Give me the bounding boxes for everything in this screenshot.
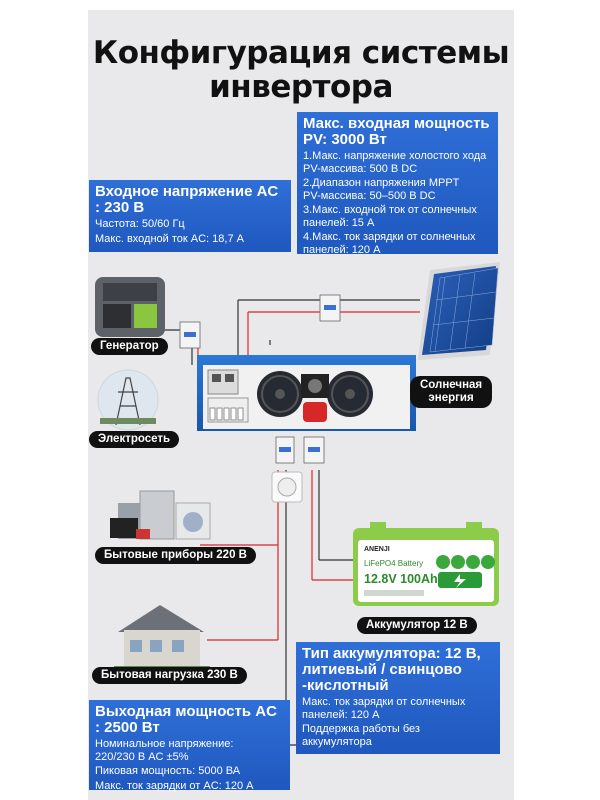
pv-spec-2a: 2.Диапазон напряжения MPPT xyxy=(303,177,460,189)
portable-generator xyxy=(95,277,165,337)
ac-output-spec-2: Пиковая мощность: 5000 ВА xyxy=(95,765,241,777)
grid-label: Электросеть xyxy=(89,431,180,448)
title-line-1: Конфигурация системы xyxy=(92,35,510,71)
battery-spec: 12.8V 100Ah xyxy=(364,572,438,586)
pv-spec-1a: 1.Макс. напряжение холостого хода xyxy=(303,150,487,162)
ac-input-current: Макс. входной ток AC: 18,7 А xyxy=(95,232,244,245)
ac-input-heading-1: Входное напряжение AC xyxy=(95,183,279,200)
battery-spec-box: Тип аккумулятора: 12 В, литиевый / свинц… xyxy=(296,642,500,754)
pv-spec-4b: панелей: 120 А xyxy=(303,243,381,256)
wall-socket xyxy=(271,471,303,503)
neutral-wires xyxy=(140,299,420,746)
ac-output-heading-2: : 2500 Вт xyxy=(95,719,160,736)
ac-output-spec-1a: Номинальное напряжение: xyxy=(95,738,234,750)
battery-pack: ANENJI LiFePO4 Battery 12.8V 100Ah xyxy=(353,522,499,606)
ac-input-frequency: Частота: 50/60 Гц xyxy=(95,218,185,230)
pv-spec-2b: PV-массива: 50–500 В DC xyxy=(303,189,436,202)
appliances-label: Бытовые приборы 220 В xyxy=(95,547,256,564)
ac-output-spec-box: Выходная мощность AC : 2500 Вт Номинальн… xyxy=(89,700,290,792)
battery-spec-2b: аккумулятора xyxy=(302,735,372,748)
solar-label: Солнечная энергия xyxy=(410,376,493,408)
battery-label: Аккумулятор 12 В xyxy=(357,617,477,634)
pv-spec-4a: 4.Макс. ток зарядки от солнечных xyxy=(303,231,476,243)
pv-input-spec-box: Макс. входная мощность PV: 3000 Вт 1.Мак… xyxy=(297,112,498,256)
battery-spec-2a: Поддержка работы без xyxy=(302,723,420,735)
power-grid-icon xyxy=(97,369,159,431)
battery-brand: ANENJI xyxy=(364,546,390,553)
pv-box-heading-2: PV: 3000 Вт xyxy=(303,131,387,148)
pv-spec-1b: PV-массива: 500 В DC xyxy=(303,162,418,175)
house-icon xyxy=(114,605,210,672)
battery-heading-3: -кислотный xyxy=(302,677,389,694)
ac-output-heading-1: Выходная мощность AC xyxy=(95,703,277,720)
title-line-2: инвертора xyxy=(209,69,393,105)
solar-label-line-2: энергия xyxy=(428,392,474,404)
battery-type: LiFePO4 Battery xyxy=(364,559,423,568)
battery-spec-1b: панелей: 120 А xyxy=(302,708,380,721)
generator-label: Генератор xyxy=(91,338,168,355)
ac-output-spec-3: Макс. ток зарядки от AC: 120 А xyxy=(95,779,254,792)
ac-input-heading-2: : 230 В xyxy=(95,199,145,216)
ac-input-spec-box: Входное напряжение AC : 230 В Частота: 5… xyxy=(89,180,291,252)
home-appliances xyxy=(110,490,211,540)
pv-spec-3b: панелей: 15 А xyxy=(303,216,375,229)
battery-heading-1: Тип аккумулятора: 12 В, xyxy=(302,645,481,662)
ac-output-spec-1b: 220/230 В AC ±5% xyxy=(95,750,189,763)
hybrid-inverter xyxy=(197,355,416,431)
pv-spec-3a: 3.Макс. входной ток от солнечных xyxy=(303,204,477,216)
page-title: Конфигурация системы инвертора xyxy=(88,36,514,104)
solar-panels xyxy=(418,262,500,360)
pv-box-heading-1: Макс. входная мощность xyxy=(303,115,490,132)
solar-label-line-1: Солнечная xyxy=(420,379,483,391)
house-load-label: Бытовая нагрузка 230 В xyxy=(92,667,247,684)
battery-spec-1a: Макс. ток зарядки от солнечных xyxy=(302,696,466,708)
battery-heading-2: литиевый / свинцово xyxy=(302,661,462,678)
